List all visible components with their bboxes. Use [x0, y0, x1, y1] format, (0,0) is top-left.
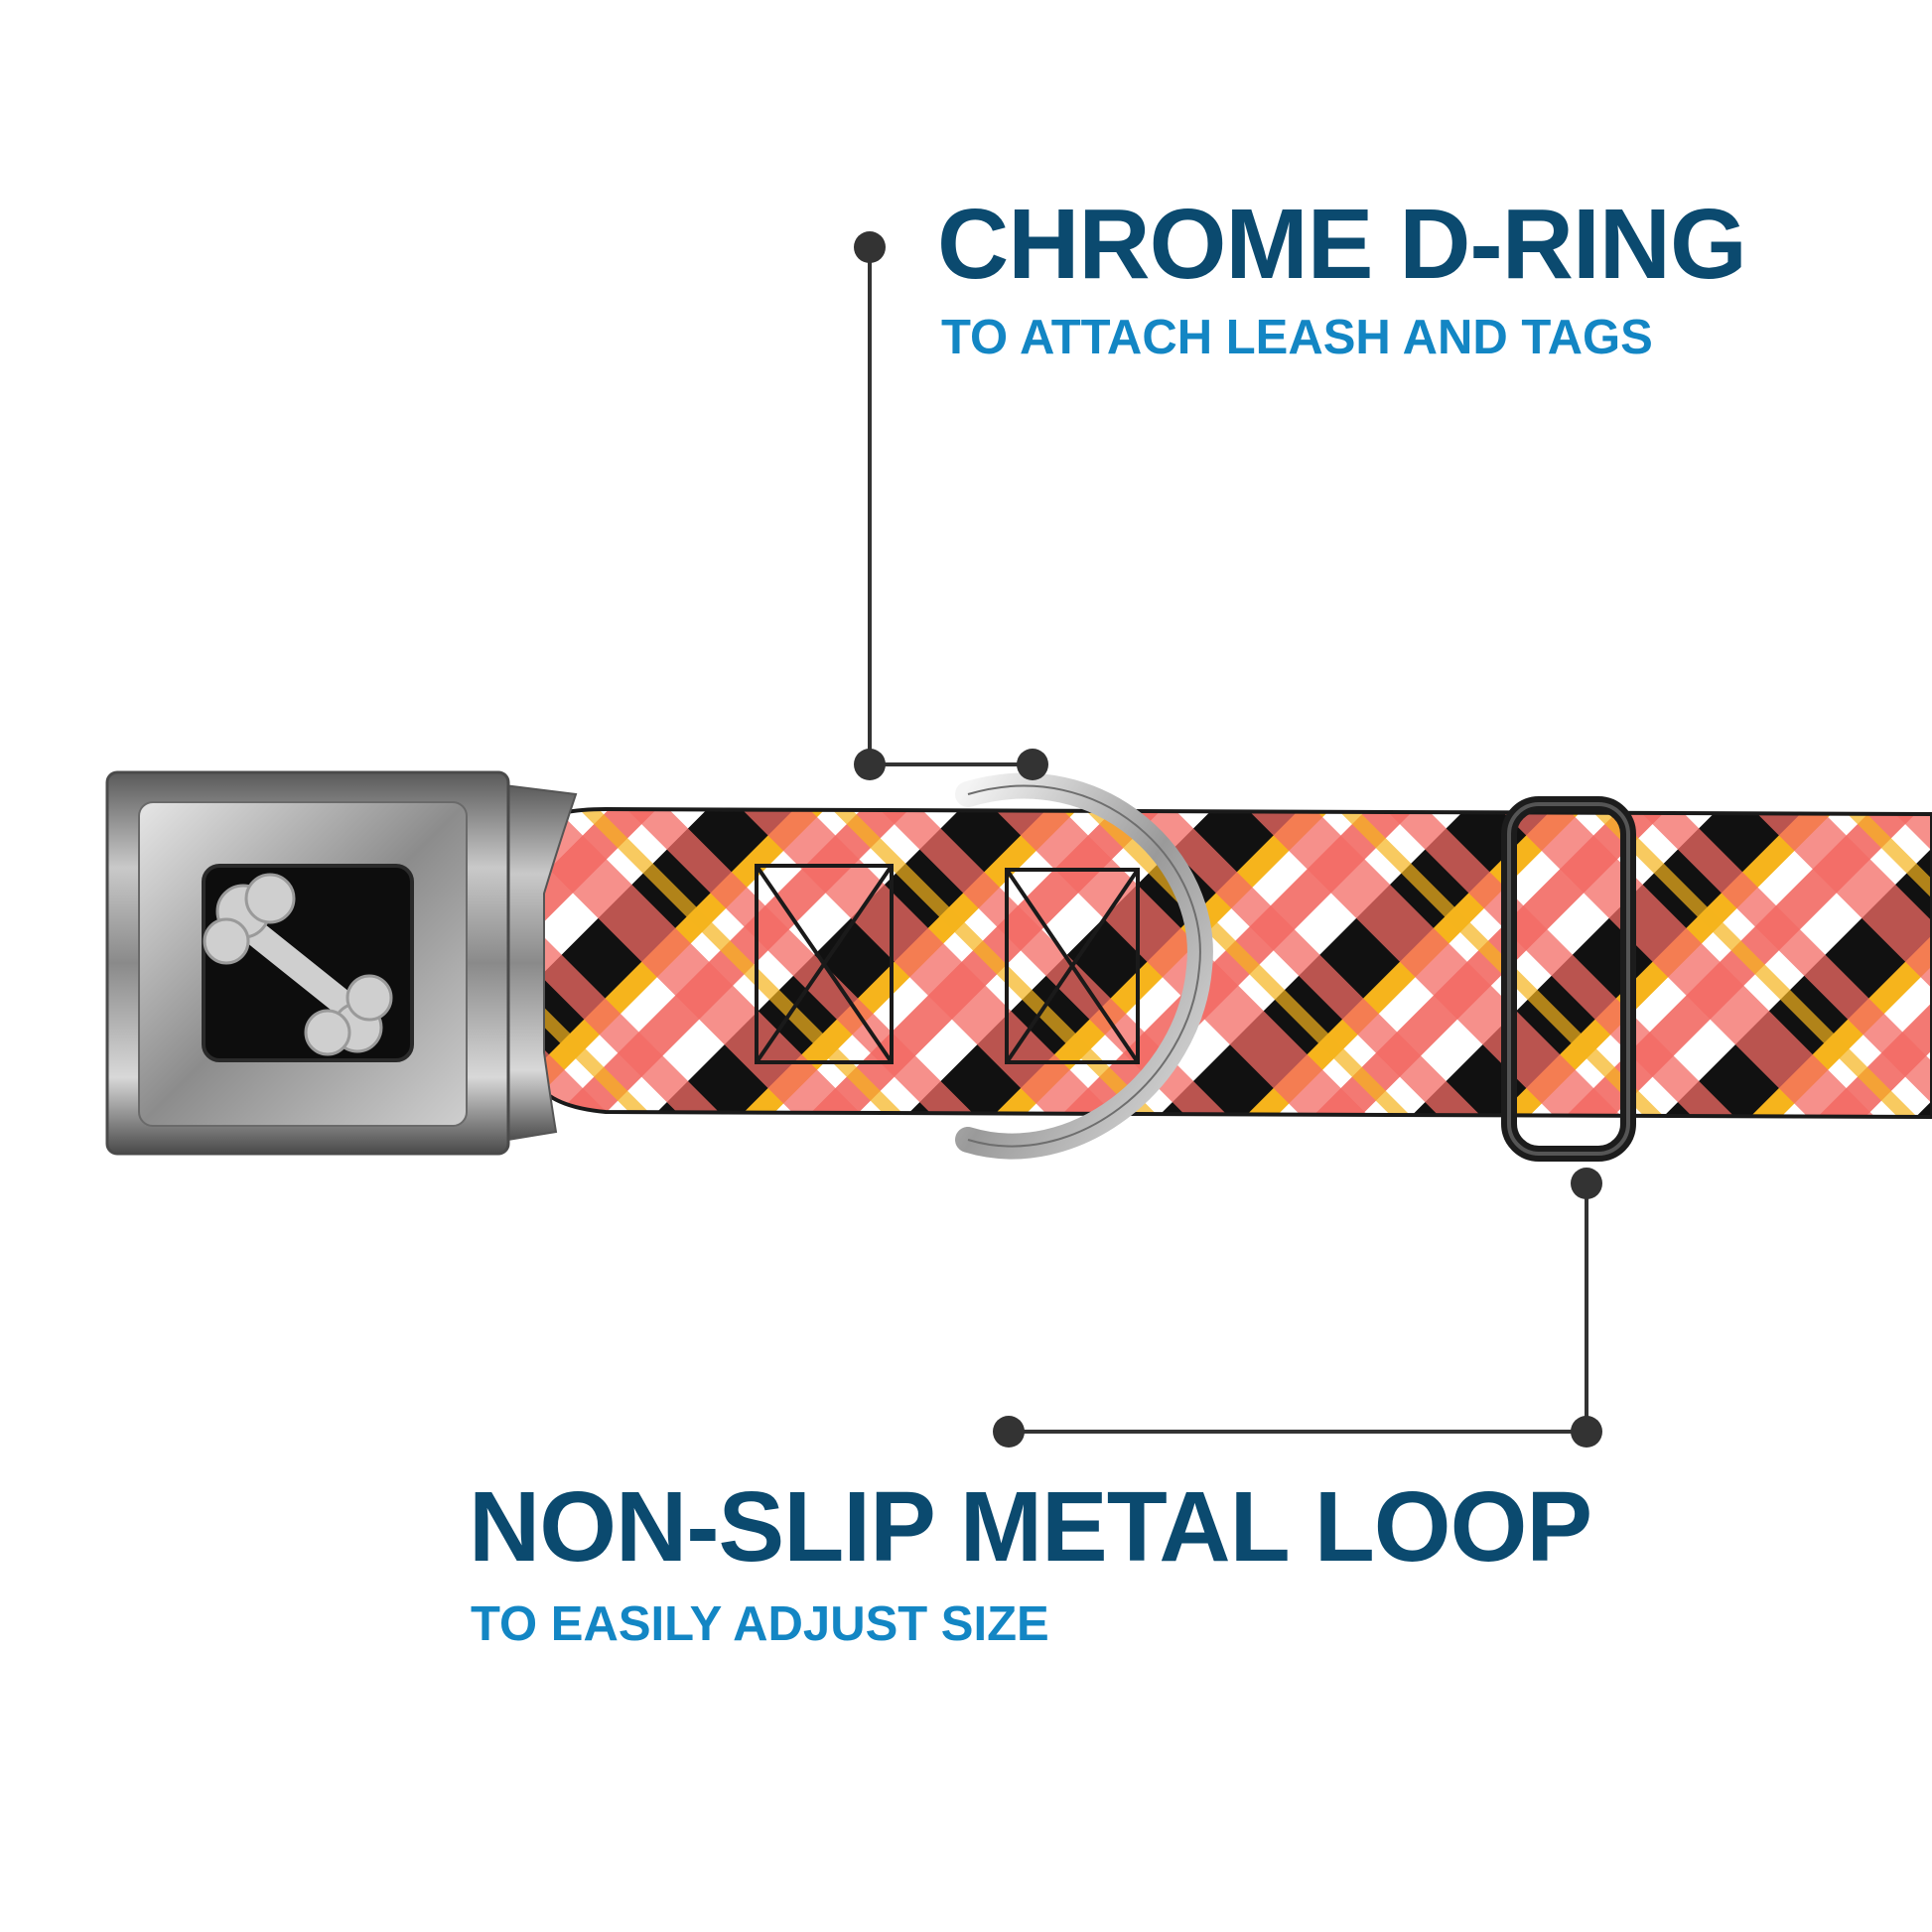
leader-line-metal-loop	[993, 1168, 1602, 1448]
metal-loop-title: NON-SLIP METAL LOOP	[469, 1471, 1592, 1583]
d-ring-subtitle: TO ATTACH LEASH AND TAGS	[941, 311, 1653, 364]
stitch-box-left	[755, 864, 894, 1064]
stitch-box-right	[1005, 868, 1140, 1064]
metal-loop-subtitle: TO EASILY ADJUST SIZE	[471, 1597, 1049, 1651]
bone-icon	[203, 873, 393, 1056]
leader-line-d-ring	[854, 231, 1048, 780]
buckle-tongue	[495, 782, 578, 1144]
collar-strap	[534, 806, 1932, 1120]
d-ring-title: CHROME D-RING	[937, 189, 1747, 300]
seatbelt-buckle	[105, 770, 510, 1156]
